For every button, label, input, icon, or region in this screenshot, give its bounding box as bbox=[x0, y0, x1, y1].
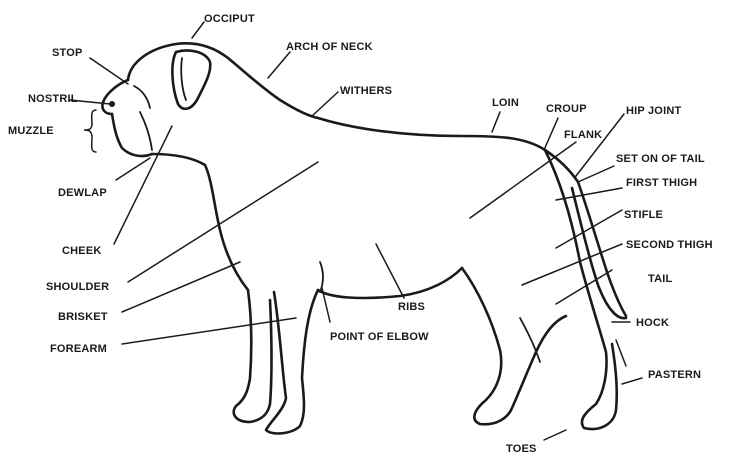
label-toes: TOES bbox=[506, 443, 537, 454]
label-occiput: OCCIPUT bbox=[204, 13, 255, 25]
label-shoulder: SHOULDER bbox=[46, 281, 109, 293]
label-brisket: BRISKET bbox=[58, 311, 108, 323]
label-point-of-elbow: POINT OF ELBOW bbox=[330, 331, 429, 343]
label-first-thigh: FIRST THIGH bbox=[626, 177, 697, 189]
label-forearm: FOREARM bbox=[50, 343, 107, 355]
label-arch-of-neck: ARCH OF NECK bbox=[286, 41, 373, 53]
label-dewlap: DEWLAP bbox=[58, 187, 107, 199]
label-nostril: NOSTRIL bbox=[28, 93, 78, 105]
label-pastern: PASTERN bbox=[648, 369, 701, 381]
label-croup: CROUP bbox=[546, 103, 587, 115]
label-second-thigh: SECOND THIGH bbox=[626, 239, 713, 251]
label-ribs: RIBS bbox=[398, 301, 425, 313]
label-set-on-of-tail: SET ON OF TAIL bbox=[616, 153, 705, 165]
label-tail: TAIL bbox=[648, 273, 673, 285]
label-hock: HOCK bbox=[636, 317, 669, 329]
label-loin: LOIN bbox=[492, 97, 519, 109]
part-labels: OCCIPUT STOP ARCH OF NECK NOSTRIL WITHER… bbox=[8, 13, 713, 454]
label-hip-joint: HIP JOINT bbox=[626, 105, 681, 117]
label-flank: FLANK bbox=[564, 129, 602, 141]
dog-body-outline bbox=[102, 43, 626, 433]
label-stop: STOP bbox=[52, 47, 83, 59]
label-withers: WITHERS bbox=[340, 85, 392, 97]
label-cheek: CHEEK bbox=[62, 245, 102, 257]
label-muzzle: MUZZLE bbox=[8, 125, 54, 137]
label-stifle: STIFLE bbox=[624, 209, 663, 221]
